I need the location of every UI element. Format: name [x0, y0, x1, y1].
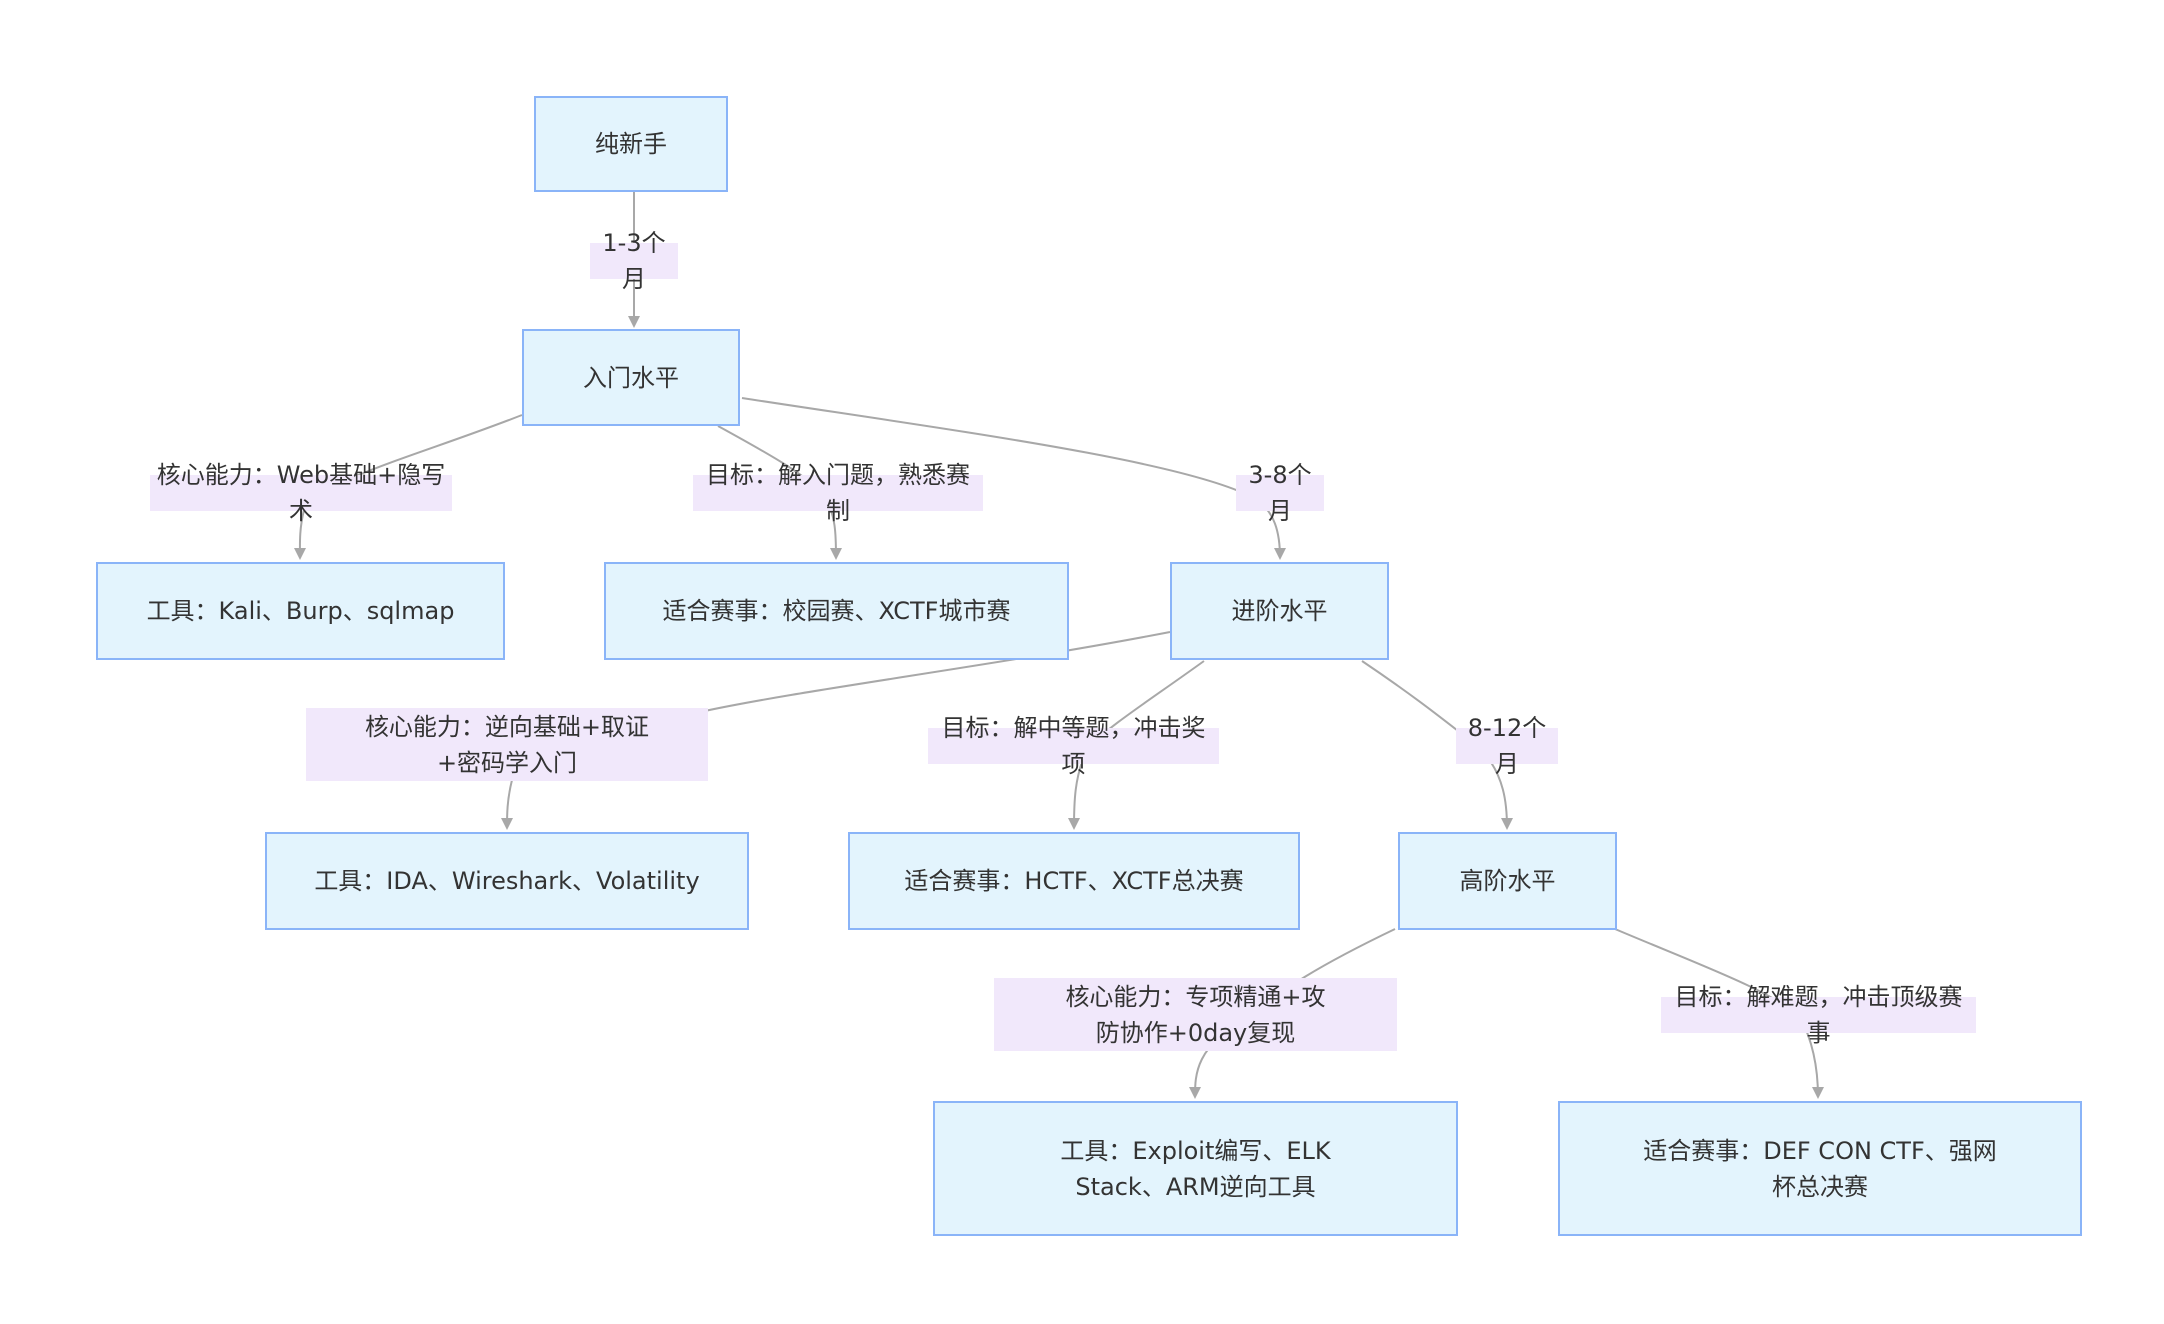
edge-label-entry-to-advanced: 3-8个月: [1236, 461, 1324, 525]
node-advanced-contests: 适合赛事：HCTF、XCTF总决赛: [848, 832, 1300, 930]
edge-label-entry-skill: 核心能力：Web基础+隐写术: [150, 461, 452, 525]
edge-label-advanced-skill: 核心能力：逆向基础+取证+密码学入门: [306, 708, 708, 781]
edge-label-expert-goal: 目标：解难题，冲击顶级赛事: [1661, 983, 1976, 1047]
node-beginner: 纯新手: [534, 96, 728, 192]
edge-label-expert-skill: 核心能力：专项精通+攻防协作+0day复现: [994, 978, 1397, 1051]
node-expert-contests: 适合赛事：DEF CON CTF、强网杯总决赛: [1558, 1101, 2082, 1236]
edge-label-advanced-goal: 目标：解中等题，冲击奖项: [928, 714, 1219, 778]
node-entry-tools: 工具：Kali、Burp、sqlmap: [96, 562, 505, 660]
node-advanced-level: 进阶水平: [1170, 562, 1389, 660]
edge-entry-to-advanced: [741, 397, 1286, 560]
node-expert-level: 高阶水平: [1398, 832, 1617, 930]
edge-label-advanced-to-expert: 8-12个月: [1456, 714, 1558, 778]
node-expert-tools: 工具：Exploit编写、ELK Stack、ARM逆向工具: [933, 1101, 1458, 1236]
edge-label-entry-goal: 目标：解入门题，熟悉赛制: [693, 461, 983, 525]
node-entry-level: 入门水平: [522, 329, 740, 426]
node-entry-contests: 适合赛事：校园赛、XCTF城市赛: [604, 562, 1069, 660]
edge-label-beginner-to-entry: 1-3个月: [590, 229, 678, 293]
node-advanced-tools: 工具：IDA、Wireshark、Volatility: [265, 832, 749, 930]
